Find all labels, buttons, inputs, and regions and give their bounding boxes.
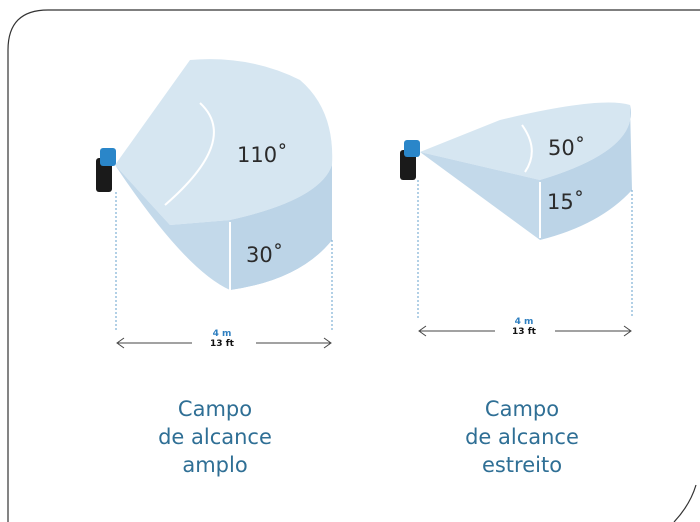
wide-sensor-icon bbox=[96, 158, 112, 192]
narrow-cone-top bbox=[420, 102, 631, 180]
wide-horizontal-angle: 110˚ bbox=[237, 143, 288, 167]
wide-angle-arc-horizontal bbox=[164, 102, 215, 206]
narrow-distance-feet: 13 ft bbox=[512, 327, 536, 337]
narrow-sensor-icon bbox=[400, 150, 416, 180]
narrow-title-line-1: Campo bbox=[484, 397, 560, 421]
narrow-angle-arc-horizontal bbox=[521, 124, 533, 173]
narrow-cone-side bbox=[540, 105, 632, 240]
narrow-field-title: Campo de alcance estreito bbox=[447, 395, 597, 479]
wide-cone-front bbox=[115, 165, 230, 290]
wide-title-line-2: de alcance bbox=[158, 425, 272, 449]
wide-title-line-1: Campo bbox=[177, 397, 253, 421]
wide-distance-feet: 13 ft bbox=[210, 339, 234, 349]
narrow-cone-front bbox=[420, 152, 540, 240]
narrow-title-line-2: de alcance bbox=[465, 425, 579, 449]
frame-corner-br bbox=[673, 484, 697, 522]
wide-cone-top bbox=[115, 59, 333, 225]
wide-cone-curved bbox=[230, 165, 332, 290]
frame-border bbox=[7, 9, 700, 522]
narrow-vertical-angle: 15˚ bbox=[547, 190, 585, 214]
wide-distance-meters: 4 m bbox=[212, 329, 232, 339]
wide-title-line-3: amplo bbox=[182, 453, 248, 477]
narrow-distance-meters: 4 m bbox=[514, 317, 534, 327]
wide-field-diagram bbox=[96, 59, 333, 349]
wide-vertical-angle: 30˚ bbox=[246, 243, 284, 267]
narrow-title-line-3: estreito bbox=[481, 453, 563, 477]
narrow-horizontal-angle: 50˚ bbox=[548, 136, 586, 160]
narrow-field-diagram bbox=[400, 102, 633, 337]
wide-field-title: Campo de alcance amplo bbox=[140, 395, 290, 479]
